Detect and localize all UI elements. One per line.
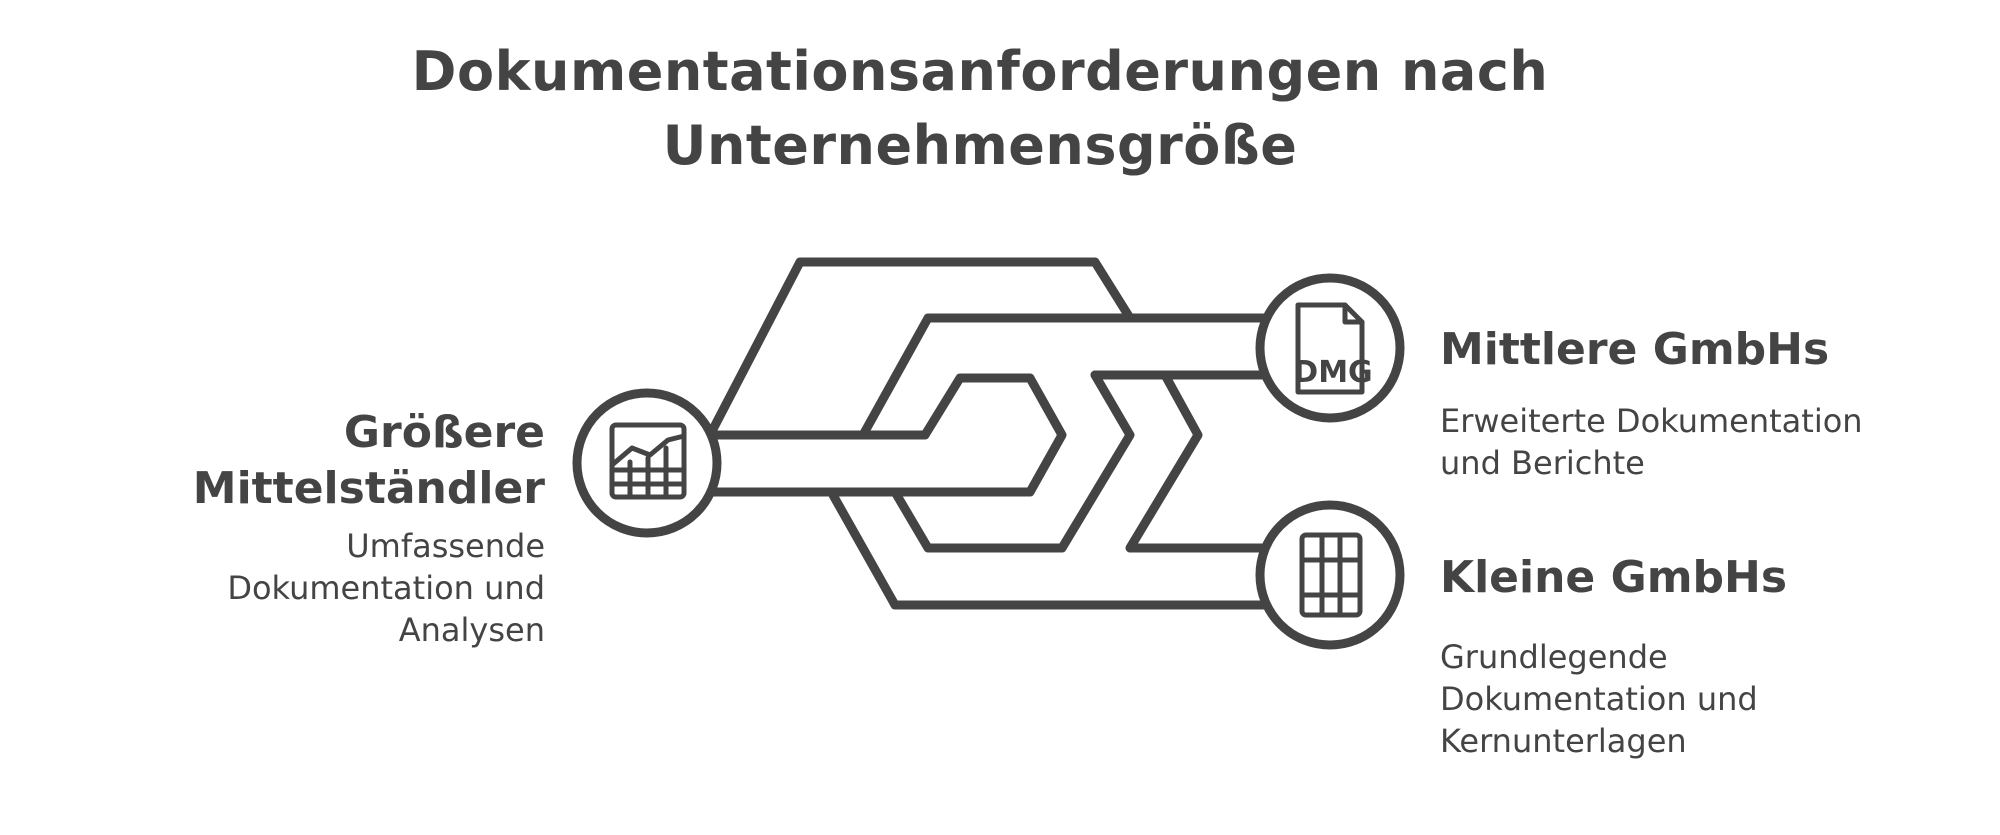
diagram-title-line1: Dokumentationsanforderungen nach [411,40,1549,103]
left-node-description: Umfassende Dokumentation und Analysen [105,525,545,651]
outer-connector-bottom [828,490,1288,610]
top-right-desc-line2: und Berichte [1440,444,1645,482]
bottom-right-node-description: Grundlegende Dokumentation und Kernunter… [1440,636,1960,762]
document-grid-icon [1299,532,1363,618]
left-title-line1: Größere [343,407,545,458]
top-right-node-title: Mittlere GmbHs [1440,324,1830,375]
top-right-node-description: Erweiterte Dokumentation und Berichte [1440,400,1960,484]
connector-left-upper [705,373,1067,497]
connector-mid-lower [890,370,1288,553]
node-bottom-right [1255,500,1405,650]
bottom-right-desc-line1: Grundlegende [1440,638,1668,676]
diagram-title-line2: Unternehmensgröße [662,114,1298,177]
label-top-right: Mittlere GmbHs Erweiterte Dokumentation … [1440,322,1960,484]
left-desc-line1: Umfassende [346,527,545,565]
bottom-right-node-title: Kleine GmbHs [1440,552,1788,603]
left-node-title: Größere Mittelständler [105,405,545,517]
bottom-right-desc-line3: Kernunterlagen [1440,722,1687,760]
diagram-title: Dokumentationsanforderungen nach Unterne… [0,35,1960,183]
left-desc-line2: Dokumentation und [227,569,545,607]
bottom-right-desc-line2: Dokumentation und [1440,680,1758,718]
connector-right-lower [1090,370,1288,553]
label-bottom-right: Kleine GmbHs Grundlegende Dokumentation … [1440,550,1960,762]
node-left [572,388,722,538]
connector-mid-upper [858,313,1288,440]
dmg-icon-text: DMG [1293,355,1372,390]
left-title-line2: Mittelständler [192,463,545,514]
label-left: Größere Mittelständler Umfassende Dokume… [105,405,545,651]
top-right-desc-line1: Erweiterte Dokumentation [1440,402,1863,440]
node-top-right: DMG [1255,273,1405,423]
spreadsheet-chart-icon [609,422,687,500]
left-desc-line3: Analysen [398,611,545,649]
outer-connector-top [705,257,1288,440]
dmg-file-icon [1295,302,1365,395]
